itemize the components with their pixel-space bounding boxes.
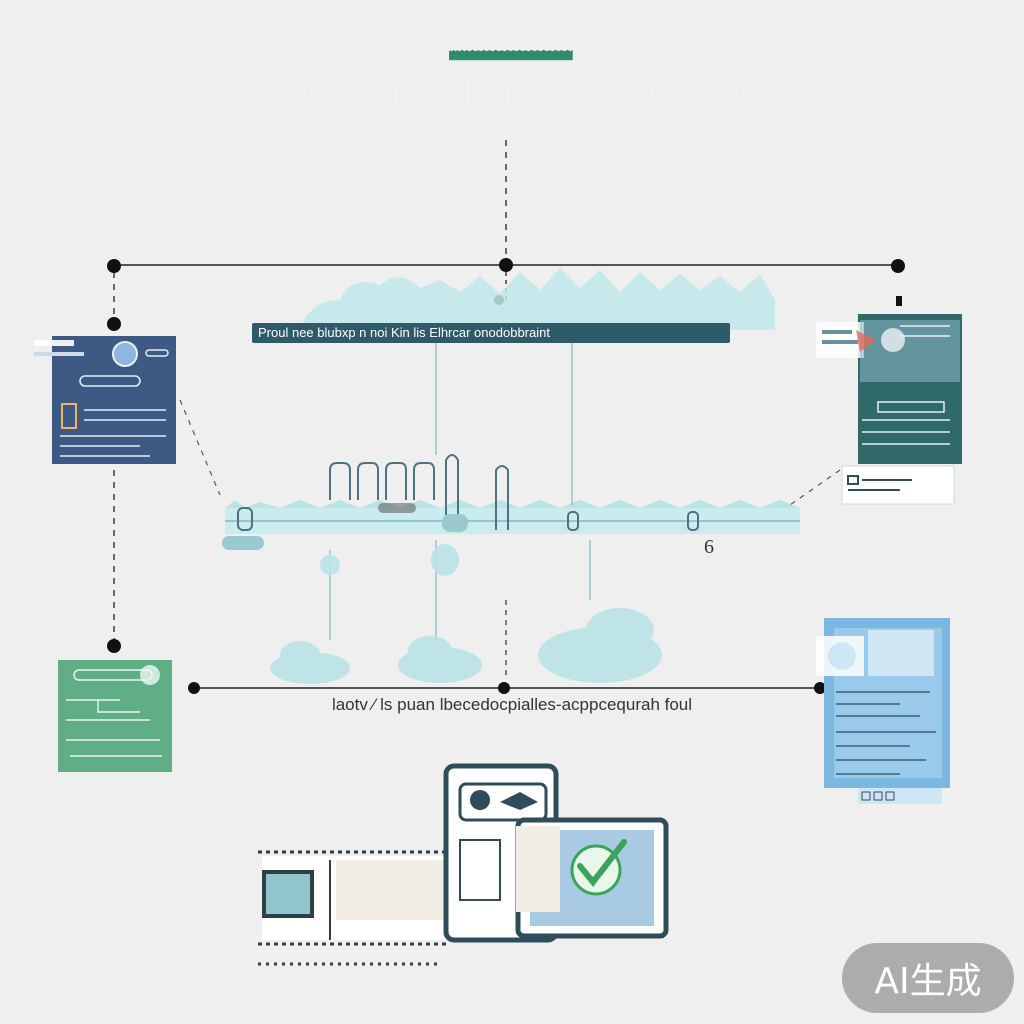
banner-fringe	[449, 49, 573, 61]
chip-icon	[258, 850, 450, 966]
process-caption-top: Proul nee blubxp n noi Kin lis Elhrcar o…	[252, 323, 730, 343]
form-panel-icon	[58, 660, 172, 772]
node-top-right	[891, 259, 905, 273]
node-bottom-left	[188, 682, 200, 694]
node-bottom-center	[498, 682, 510, 694]
step-label: 6	[704, 536, 714, 558]
node-top-left	[107, 259, 121, 273]
server-panel-icon	[816, 296, 962, 505]
node-left-upper	[107, 317, 121, 331]
process-lane	[222, 454, 800, 550]
process-caption-bottom: laotv ⁄ ls puan lbecedocpialles-acppcequ…	[331, 695, 693, 714]
node-top-center	[499, 258, 513, 272]
diagram-title: Appiyan ⁻⁄ rlalnme Vercrizion	[260, 70, 762, 113]
ai-generated-badge: AI生成	[842, 943, 1014, 1013]
cloud-icon	[300, 268, 775, 330]
node-left-lower	[107, 639, 121, 653]
node-bottom-right	[814, 682, 826, 694]
document-panel-icon	[34, 336, 176, 464]
tablet-check-icon	[443, 763, 669, 943]
cloud-icon	[270, 544, 662, 684]
list-panel-icon	[816, 618, 950, 804]
